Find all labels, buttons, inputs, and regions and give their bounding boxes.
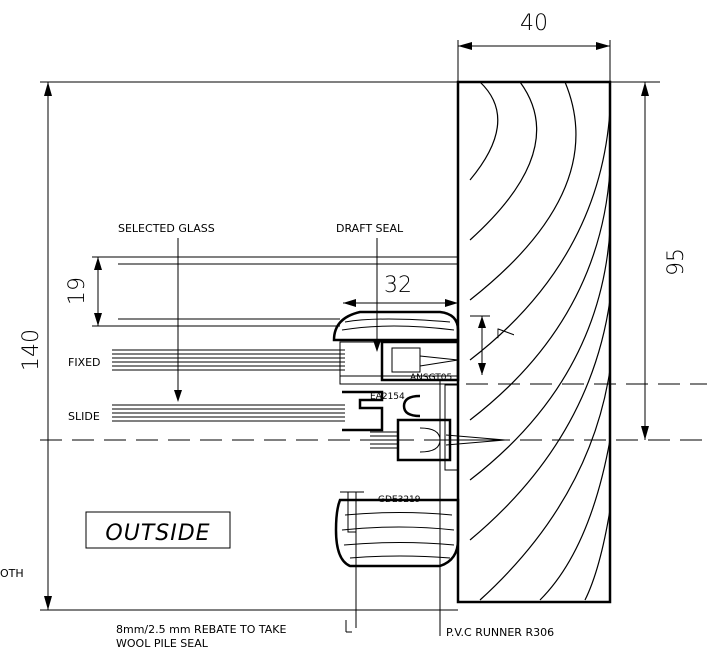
dimension-32: 32: [343, 268, 458, 307]
part-ansgt05: ANSGT05: [410, 373, 452, 383]
outside-label: OUTSIDE: [105, 521, 210, 546]
dimension-140-label: 140: [19, 329, 44, 371]
dimension-95-label: 95: [664, 248, 689, 276]
cut-off-label: OTH: [0, 567, 24, 580]
dimension-40-label: 40: [520, 11, 548, 36]
dimension-19-label: 19: [65, 277, 90, 305]
brush-pile: [370, 431, 398, 449]
slide-glass-pane: [112, 404, 345, 422]
slide-track-section: [342, 384, 506, 471]
dimension-95: 95: [641, 82, 689, 440]
part-gde3219: GDE3219: [378, 495, 421, 505]
wood-grain: [469, 81, 611, 601]
draft-seal-label: DRAFT SEAL: [336, 222, 404, 235]
dimension-32-label: 32: [384, 273, 412, 298]
fixed-glass-pane: [112, 349, 345, 371]
runner-label: P.V.C RUNNER R306: [446, 626, 554, 639]
rebate-label-line1: 8mm/2.5 mm REBATE TO TAKE: [116, 623, 287, 636]
fixed-label: FIXED: [68, 356, 101, 369]
sill-moulding: [334, 380, 460, 628]
selected-glass-label: SELECTED GLASS: [118, 222, 215, 235]
slide-label: SLIDE: [68, 410, 100, 423]
dimension-140: 140: [19, 82, 52, 610]
outside-box: [85, 511, 231, 549]
head-moulding: [332, 310, 460, 342]
dimension-19: 19: [65, 256, 118, 327]
fixed-sash-section: [339, 340, 460, 385]
timber-post: [456, 80, 612, 604]
dimension-7-label: 7: [495, 326, 520, 340]
rebate-label-line2: WOOL PILE SEAL: [116, 637, 209, 650]
dimension-40: 40: [457, 11, 611, 82]
part-ea2154: EA2154: [370, 392, 405, 402]
dimension-7: 7: [470, 315, 520, 375]
